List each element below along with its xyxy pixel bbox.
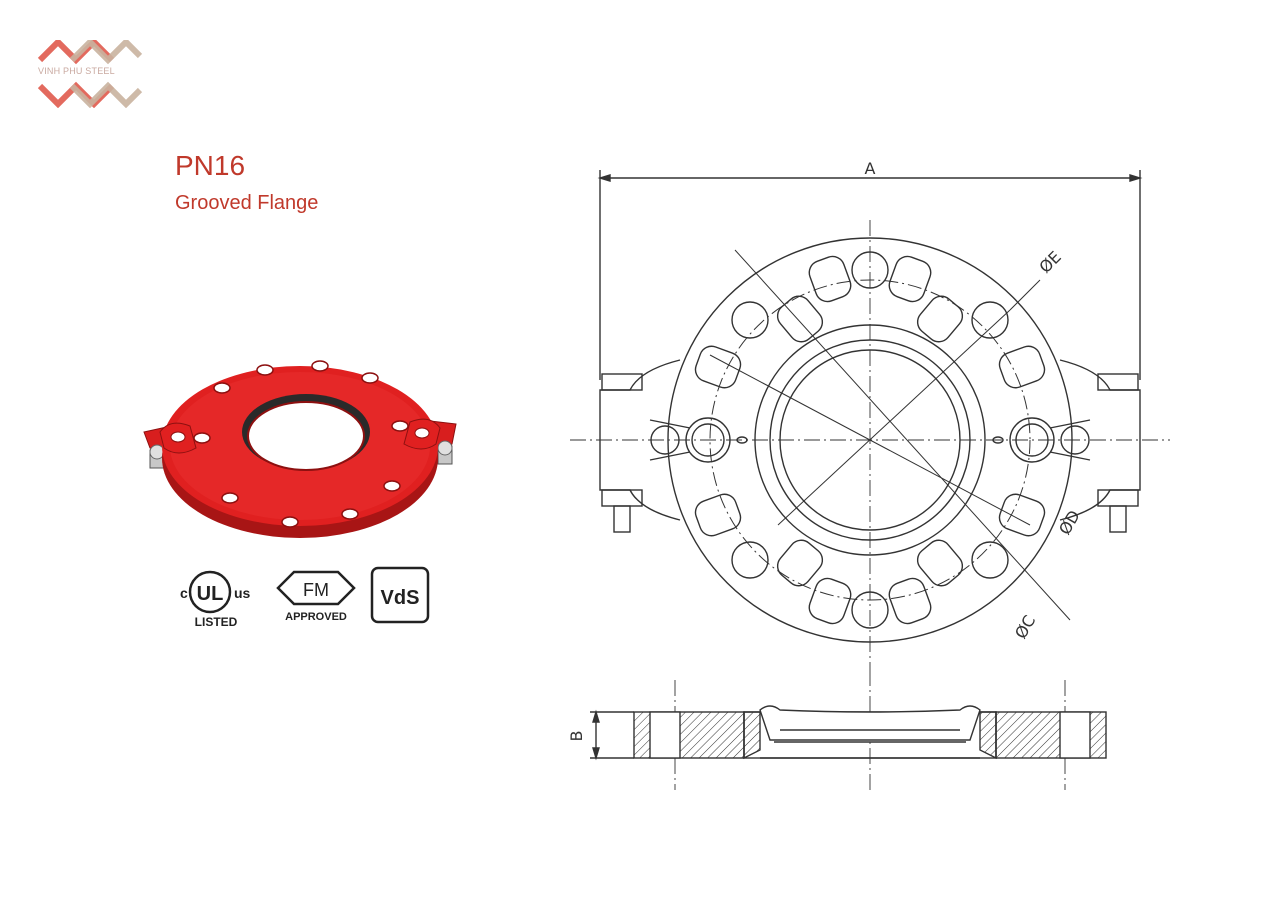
ul-us-label: us: [234, 585, 251, 601]
brand-logo: [36, 37, 144, 109]
product-photo: [130, 340, 470, 550]
brand-name: VINH PHU STEEL: [38, 66, 115, 76]
dim-b-label: B: [567, 731, 586, 742]
technical-drawing: A ØE ØD ØC B: [560, 150, 1180, 810]
brand-logo-mark: [37, 37, 143, 109]
ul-caption: LISTED: [195, 615, 238, 629]
product-code: PN16: [175, 150, 246, 181]
ul-listed-mark: c UL us LISTED: [180, 570, 251, 629]
dim-c-label: ØC: [1011, 612, 1039, 642]
dim-e-label: ØE: [1035, 247, 1064, 276]
vds-mark: VdS: [370, 566, 430, 624]
fm-letters: FM: [303, 580, 329, 600]
fm-approved-mark: FM APPROVED: [276, 570, 356, 623]
product-name: Grooved Flange: [175, 192, 319, 214]
fm-caption: APPROVED: [285, 611, 347, 623]
vds-letters: VdS: [381, 587, 420, 609]
dim-a-label: A: [865, 159, 876, 178]
ul-letters: UL: [197, 583, 224, 605]
ul-c-label: c: [180, 585, 188, 601]
technical-drawing-svg: A ØE ØD ØC B: [567, 159, 1170, 790]
